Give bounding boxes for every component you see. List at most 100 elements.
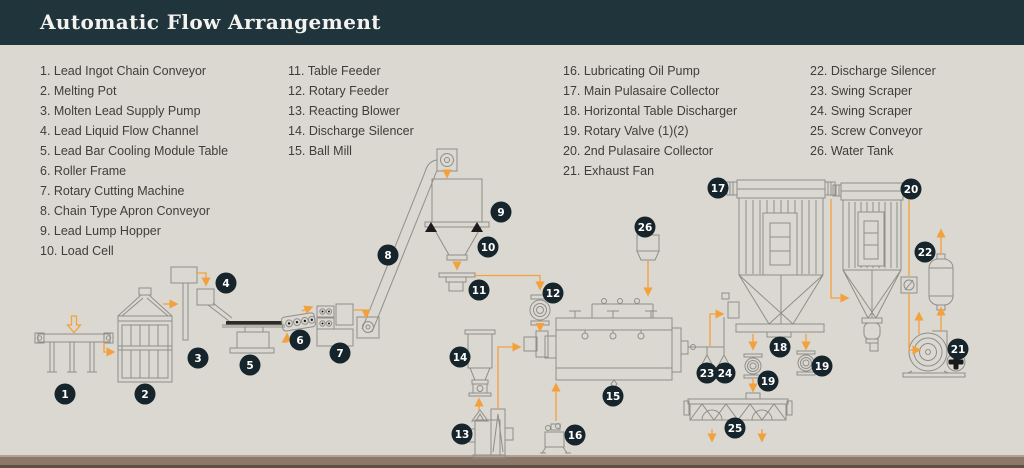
lead-lump-hopper bbox=[424, 178, 490, 261]
lead-bar-cooling-module-table bbox=[222, 321, 285, 354]
discharge-silencer-22 bbox=[928, 253, 954, 311]
badge-26: 26 bbox=[634, 216, 656, 238]
legend-item: 10. Load Cell bbox=[40, 244, 114, 258]
svg-text:1: 1 bbox=[61, 389, 68, 401]
svg-text:4: 4 bbox=[222, 278, 229, 290]
lubricating-oil-pump bbox=[540, 423, 571, 454]
legend-item: 6. Roller Frame bbox=[40, 164, 127, 178]
legend-item: 14. Discharge Silencer bbox=[288, 124, 414, 138]
legend-column-4: 22. Discharge Silencer 23. Swing Scraper… bbox=[810, 61, 936, 161]
roller-frame bbox=[281, 312, 316, 332]
badge-1: 1 bbox=[54, 383, 76, 405]
badge-23: 23 bbox=[696, 362, 718, 384]
svg-text:21: 21 bbox=[951, 344, 966, 356]
badge-18: 18 bbox=[769, 336, 791, 358]
badge-8: 8 bbox=[377, 244, 399, 266]
legend-item: 7. Rotary Cutting Machine bbox=[40, 184, 185, 198]
rotary-cutting-machine bbox=[316, 303, 354, 347]
legend-item: 17. Main Pulasaire Collector bbox=[563, 84, 720, 98]
svg-text:9: 9 bbox=[497, 207, 504, 219]
legend-item: 18. Horizontal Table Discharger bbox=[563, 104, 738, 118]
badge-14: 14 bbox=[449, 346, 471, 368]
screw-conveyor bbox=[683, 392, 793, 421]
lead-ingot-chain-conveyor bbox=[34, 332, 114, 373]
badge-12: 12 bbox=[542, 282, 564, 304]
svg-text:11: 11 bbox=[472, 285, 487, 297]
badge-9: 9 bbox=[490, 201, 512, 223]
header-bar: Automatic Flow Arrangement bbox=[0, 0, 1024, 45]
legend-item: 12. Rotary Feeder bbox=[288, 84, 389, 98]
badge-21: 21 bbox=[947, 338, 969, 360]
water-tank bbox=[636, 234, 660, 261]
svg-text:6: 6 bbox=[296, 335, 303, 347]
legend-item: 11. Table Feeder bbox=[288, 64, 381, 78]
badge-13: 13 bbox=[451, 423, 473, 445]
badge-20: 20 bbox=[900, 178, 922, 200]
legend-item: 13. Reacting Blower bbox=[288, 104, 400, 118]
badge-11: 11 bbox=[468, 279, 490, 301]
legend-item: 9. Lead Lump Hopper bbox=[40, 224, 161, 238]
molten-lead-supply-pump bbox=[170, 266, 198, 341]
flow-lines bbox=[66, 169, 946, 443]
badges: 1 2 3 4 5 6 7 8 9 10 11 12 13 14 15 16 1… bbox=[54, 177, 969, 446]
swing-scraper-2 bbox=[717, 317, 731, 367]
legend-item: 21. Exhaust Fan bbox=[563, 164, 655, 178]
svg-text:12: 12 bbox=[546, 288, 561, 300]
badge-17: 17 bbox=[707, 177, 729, 199]
reacting-blower bbox=[468, 408, 514, 459]
svg-text:20: 20 bbox=[904, 184, 919, 196]
svg-text:19: 19 bbox=[815, 361, 830, 373]
page-title: Automatic Flow Arrangement bbox=[40, 10, 381, 34]
svg-text:3: 3 bbox=[194, 353, 201, 365]
svg-text:19: 19 bbox=[761, 376, 776, 388]
ground-strip bbox=[0, 455, 1024, 468]
chain-apron-conveyor bbox=[356, 148, 458, 339]
legend-item: 20. 2nd Pulasaire Collector bbox=[563, 144, 714, 158]
legend-item: 3. Molten Lead Supply Pump bbox=[40, 104, 201, 118]
horizontal-table-discharger bbox=[735, 323, 825, 338]
legend-item: 1. Lead Ingot Chain Conveyor bbox=[40, 64, 207, 78]
legend-item: 26. Water Tank bbox=[810, 144, 894, 158]
svg-text:18: 18 bbox=[773, 342, 788, 354]
svg-text:13: 13 bbox=[455, 429, 470, 441]
badge-25: 25 bbox=[724, 417, 746, 439]
second-pulasaire-collector bbox=[832, 182, 912, 352]
svg-text:26: 26 bbox=[638, 222, 653, 234]
badge-7: 7 bbox=[329, 342, 351, 364]
svg-text:7: 7 bbox=[336, 348, 343, 360]
svg-text:8: 8 bbox=[384, 250, 391, 262]
legend-item: 19. Rotary Valve (1)(2) bbox=[563, 124, 689, 138]
svg-text:5: 5 bbox=[246, 360, 253, 372]
ball-mill bbox=[523, 298, 724, 389]
badge-24: 24 bbox=[714, 362, 736, 384]
svg-text:14: 14 bbox=[453, 352, 468, 364]
badge-2: 2 bbox=[134, 383, 156, 405]
damper-valve bbox=[900, 276, 918, 294]
svg-text:22: 22 bbox=[918, 247, 933, 259]
rotary-valve-1 bbox=[743, 353, 763, 379]
legend-item: 2. Melting Pot bbox=[40, 84, 117, 98]
ingot-drop-arrow bbox=[66, 315, 82, 334]
legend-item: 25. Screw Conveyor bbox=[810, 124, 923, 138]
badge-15: 15 bbox=[602, 385, 624, 407]
svg-text:24: 24 bbox=[718, 368, 733, 380]
badge-22: 22 bbox=[914, 241, 936, 263]
discharge-silencer-14 bbox=[464, 329, 496, 397]
badge-5: 5 bbox=[239, 354, 261, 376]
table-feeder bbox=[438, 272, 476, 292]
legend-item: 8. Chain Type Apron Conveyor bbox=[40, 204, 211, 218]
main-pulasaire-collector bbox=[721, 179, 836, 325]
rotary-feeder bbox=[529, 294, 551, 326]
legend-item: 22. Discharge Silencer bbox=[810, 64, 936, 78]
badge-16: 16 bbox=[564, 424, 586, 446]
legend-column-1: 1. Lead Ingot Chain Conveyor 2. Melting … bbox=[40, 61, 228, 261]
legend-item: 5. Lead Bar Cooling Module Table bbox=[40, 144, 229, 158]
legend-item: 16. Lubricating Oil Pump bbox=[563, 64, 700, 78]
svg-text:17: 17 bbox=[711, 183, 726, 195]
badge-3: 3 bbox=[187, 347, 209, 369]
svg-text:25: 25 bbox=[728, 423, 743, 435]
legend-column-3: 16. Lubricating Oil Pump 17. Main Pulasa… bbox=[563, 61, 737, 181]
badge-10: 10 bbox=[477, 236, 499, 258]
legend-item: 23. Swing Scraper bbox=[810, 84, 913, 98]
